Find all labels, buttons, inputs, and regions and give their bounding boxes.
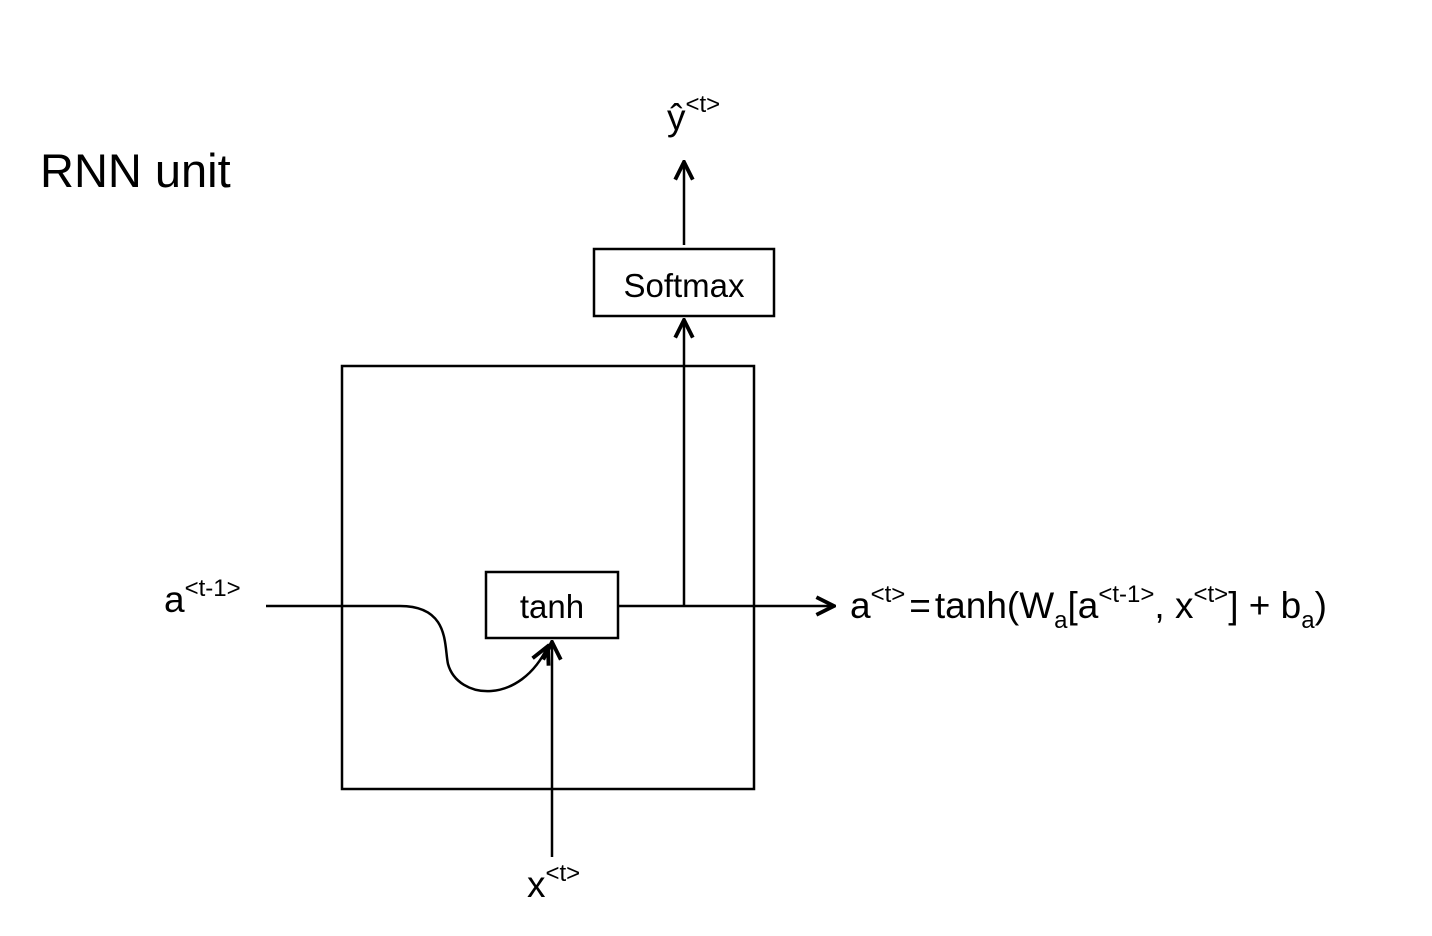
input-label-sup: <t>	[546, 860, 581, 887]
eq-a-sup: <t-1>	[1098, 581, 1154, 608]
prev-activation-arrow	[266, 604, 548, 693]
input-label: x<t>	[527, 860, 580, 905]
eq-b-sub: a	[1301, 607, 1315, 634]
eq-end: )	[1315, 585, 1327, 626]
eq-lhs-base: a	[850, 585, 871, 626]
eq-open-bracket: [a	[1068, 585, 1099, 626]
output-label: ŷ<t>	[667, 91, 720, 138]
rnn-cell-box	[340, 364, 756, 791]
prev-activation-label: a<t-1>	[164, 575, 241, 620]
output-label-base: ŷ	[667, 97, 686, 138]
eq-comma-x: , x	[1154, 585, 1194, 626]
input-label-base: x	[527, 864, 546, 905]
tanh-label: tanh	[520, 588, 584, 625]
activation-equation: a<t>=tanh(Wa[a<t-1>, x<t>] + ba)	[850, 581, 1327, 634]
eq-lhs-sup: <t>	[871, 581, 906, 608]
eq-fn: tanh(W	[935, 585, 1054, 626]
eq-x-sup: <t>	[1193, 581, 1228, 608]
softmax-label: Softmax	[623, 267, 745, 304]
eq-equals: =	[909, 585, 931, 626]
softmax-box	[592, 247, 776, 318]
eq-close: ] + b	[1228, 585, 1301, 626]
output-label-sup: <t>	[686, 91, 721, 118]
diagram-title: RNN unit	[40, 144, 231, 197]
tanh-box	[484, 570, 620, 640]
prev-activation-base: a	[164, 579, 185, 620]
prev-activation-sup: <t-1>	[185, 575, 241, 602]
eq-w-sub: a	[1054, 607, 1068, 634]
